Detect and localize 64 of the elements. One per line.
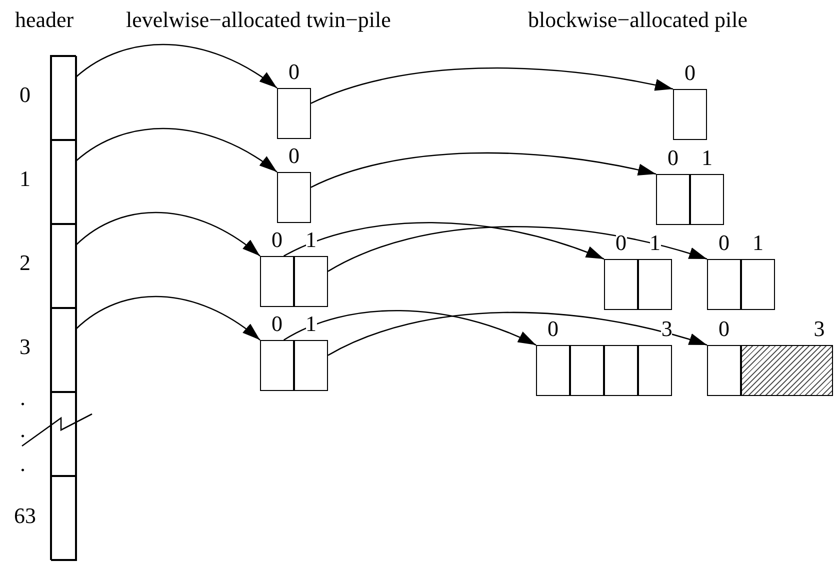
arrow: [310, 152, 656, 188]
memory-cell: [294, 256, 328, 307]
hatched-cell: [741, 345, 833, 396]
index-label: 3: [20, 337, 30, 357]
memory-cell: [707, 345, 741, 396]
ellipsis-dot: .: [20, 452, 26, 476]
memory-cell: [638, 259, 672, 310]
index-label: 0: [548, 319, 558, 339]
index-label: 1: [306, 230, 316, 250]
array-cell: [51, 224, 77, 308]
index-label: 0: [616, 233, 626, 253]
memory-cell: [604, 259, 638, 310]
index-label: 3: [814, 319, 825, 339]
index-label: 1: [650, 233, 660, 253]
array-cell: [51, 140, 77, 224]
arrow: [76, 212, 260, 257]
array-cell: [51, 308, 77, 392]
index-label: 1: [752, 233, 764, 253]
memory-cell: [536, 345, 570, 396]
memory-cell: [294, 340, 328, 391]
column-heading: blockwise−allocated pile: [528, 8, 748, 32]
array-cell: [51, 476, 77, 561]
index-label: 1: [702, 148, 712, 168]
index-label: 0: [272, 314, 282, 334]
index-label: 63: [14, 506, 36, 526]
arrow: [76, 44, 278, 89]
memory-cell: [277, 88, 311, 139]
index-label: 3: [661, 319, 672, 339]
arrow: [328, 312, 708, 356]
memory-cell: [707, 259, 741, 310]
index-label: 0: [272, 230, 282, 250]
memory-cell: [570, 345, 604, 396]
memory-cell: [690, 174, 724, 225]
index-label: 0: [718, 319, 730, 339]
index-label: 1: [20, 169, 30, 189]
memory-cell: [638, 345, 672, 396]
index-label: 0: [288, 146, 300, 166]
index-label: 0: [20, 85, 30, 105]
arrow: [310, 68, 674, 104]
index-label: 2: [20, 253, 30, 273]
memory-cell: [604, 345, 638, 396]
ellipsis-dot: .: [20, 386, 26, 410]
index-label: 0: [288, 62, 300, 82]
memory-cell: [260, 340, 294, 391]
column-heading: levelwise−allocated twin−pile: [126, 8, 391, 32]
arrow: [283, 310, 536, 346]
index-label: 1: [306, 314, 316, 334]
arrow: [76, 128, 278, 173]
memory-cell: [260, 256, 294, 307]
array-column: [50, 55, 76, 560]
arrow: [76, 296, 260, 341]
arrow: [328, 226, 708, 272]
arrow: [284, 222, 604, 260]
memory-cell: [673, 89, 707, 140]
ellipsis-dot: .: [20, 418, 26, 442]
array-cell: [51, 392, 77, 476]
memory-cell: [741, 259, 775, 310]
memory-cell: [277, 172, 311, 223]
memory-cell: [656, 174, 690, 225]
array-cell: [51, 56, 77, 140]
index-label: 0: [684, 63, 696, 83]
index-label: 0: [668, 148, 678, 168]
column-heading: header: [15, 8, 74, 32]
index-label: 0: [718, 233, 730, 253]
